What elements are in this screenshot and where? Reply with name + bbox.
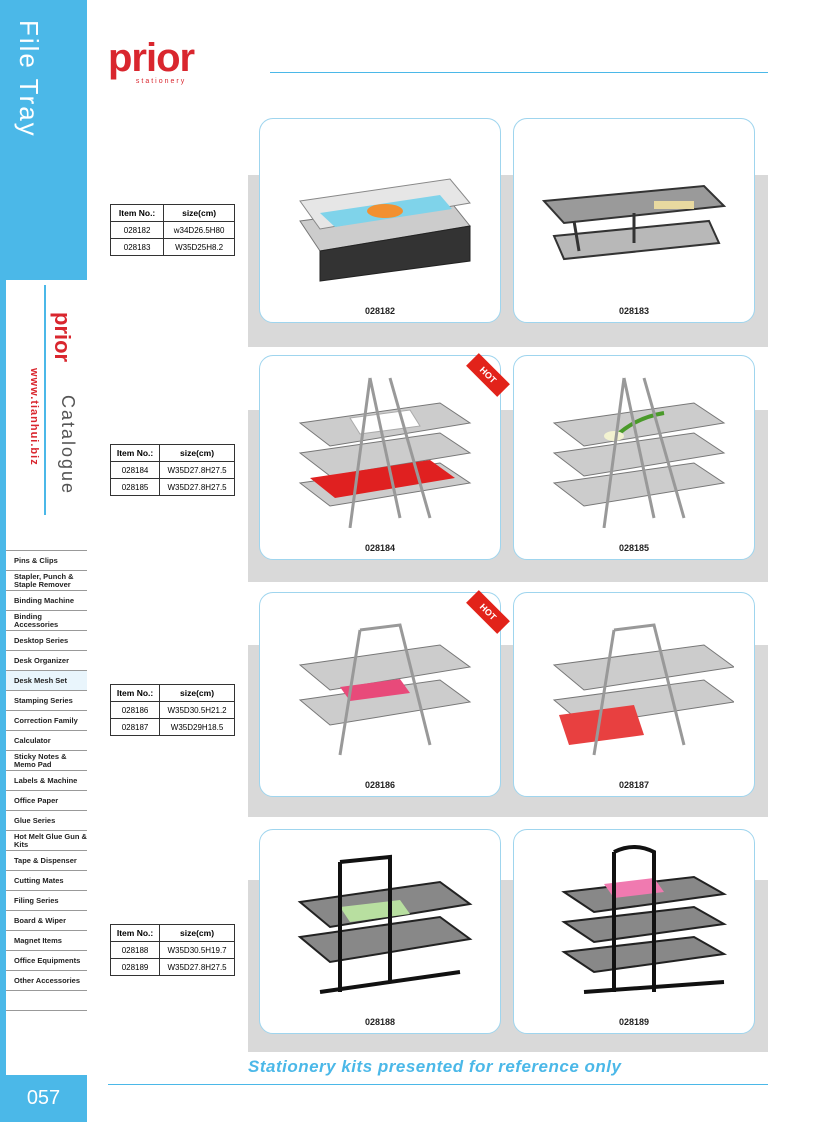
brand-name: prior bbox=[108, 36, 195, 80]
sidebar-logo: prior bbox=[50, 312, 75, 363]
brand-tagline: stationery bbox=[135, 78, 187, 85]
nav-item[interactable]: Hot Melt Glue Gun & Kits bbox=[6, 830, 87, 850]
nav-item[interactable]: Calculator bbox=[6, 730, 87, 750]
category-nav: Pins & Clips Stapler, Punch & Staple Rem… bbox=[6, 550, 87, 1030]
two-tier-black-tray-with-stand-icon bbox=[297, 854, 473, 994]
three-tier-black-tray-with-stand-icon bbox=[561, 845, 728, 994]
nav-item[interactable]: Board & Wiper bbox=[6, 910, 87, 930]
footer-rule bbox=[108, 1084, 768, 1085]
nav-item[interactable]: Stapler, Punch & Staple Remover bbox=[6, 570, 87, 590]
section-title: File Tray bbox=[14, 20, 44, 138]
nav-item[interactable]: Desk Organizer bbox=[6, 650, 87, 670]
product-card[interactable]: 028185 bbox=[513, 355, 755, 560]
product-code: 028187 bbox=[618, 780, 650, 790]
nav-item[interactable]: Magnet Items bbox=[6, 930, 87, 950]
product-card[interactable]: 028188 bbox=[259, 829, 501, 1034]
col-header: Item No.: bbox=[109, 684, 161, 702]
two-tier-black-mesh-tray-icon bbox=[541, 184, 727, 261]
product-card[interactable]: 028182 bbox=[259, 118, 501, 323]
sidebar-divider bbox=[44, 285, 46, 515]
item-no: 028183 bbox=[109, 238, 165, 256]
item-size: W35D25H8.2 bbox=[163, 238, 235, 256]
page-number-box bbox=[0, 1075, 87, 1122]
nav-item[interactable]: Sticky Notes & Memo Pad bbox=[6, 750, 87, 770]
col-header: Item No.: bbox=[109, 444, 161, 462]
nav-item[interactable]: Office Paper bbox=[6, 790, 87, 810]
two-tier-silver-mesh-tray-icon bbox=[299, 178, 471, 282]
nav-item-active[interactable]: Desk Mesh Set bbox=[6, 670, 87, 690]
nav-item[interactable]: Glue Series bbox=[6, 810, 87, 830]
col-header: Item No.: bbox=[109, 204, 165, 222]
product-card[interactable]: 028183 bbox=[513, 118, 755, 323]
item-no: 028184 bbox=[109, 461, 161, 479]
col-header: Item No.: bbox=[109, 924, 161, 942]
nav-item[interactable]: Other Accessories bbox=[6, 970, 87, 990]
item-no: 028182 bbox=[109, 221, 165, 239]
header-rule bbox=[270, 72, 768, 73]
item-size: w34D26.5H80 bbox=[163, 221, 235, 239]
sidebar-strip bbox=[0, 280, 6, 1075]
nav-item[interactable]: Binding Machine bbox=[6, 590, 87, 610]
product-code: 028185 bbox=[618, 543, 650, 553]
col-header: size(cm) bbox=[159, 444, 235, 462]
nav-item[interactable]: Filing Series bbox=[6, 890, 87, 910]
item-size: W35D29H18.5 bbox=[159, 718, 235, 736]
item-size: W35D27.8H27.5 bbox=[159, 478, 235, 496]
item-size: W35D27.8H27.5 bbox=[159, 461, 235, 479]
item-no: 028189 bbox=[109, 958, 161, 976]
col-header: size(cm) bbox=[159, 684, 235, 702]
product-card[interactable]: 028189 bbox=[513, 829, 755, 1034]
nav-item[interactable]: Desktop Series bbox=[6, 630, 87, 650]
product-code: 028188 bbox=[364, 1017, 396, 1027]
product-code: 028183 bbox=[618, 306, 650, 316]
nav-item[interactable]: Tape & Dispenser bbox=[6, 850, 87, 870]
col-header: size(cm) bbox=[163, 204, 235, 222]
page-number: 057 bbox=[26, 1087, 61, 1109]
disclaimer: Stationery kits presented for reference … bbox=[248, 1057, 622, 1076]
nav-item[interactable]: Office Equipments bbox=[6, 950, 87, 970]
product-card[interactable]: HOT 028184 bbox=[259, 353, 510, 560]
item-size: W35D27.8H27.5 bbox=[159, 958, 235, 976]
nav-item[interactable]: Stamping Series bbox=[6, 690, 87, 710]
item-no: 028187 bbox=[109, 718, 161, 736]
product-code: 028182 bbox=[364, 306, 396, 316]
product-card[interactable]: HOT 028186 bbox=[259, 590, 510, 797]
item-no: 028188 bbox=[109, 941, 161, 959]
nav-item[interactable]: Pins & Clips bbox=[6, 550, 87, 570]
item-no: 028185 bbox=[109, 478, 161, 496]
sidebar-header bbox=[0, 0, 87, 280]
nav-item[interactable]: Binding Accessories bbox=[6, 610, 87, 630]
nav-item[interactable]: Labels & Machine bbox=[6, 770, 87, 790]
sidebar-catalogue-label: Catalogue bbox=[58, 395, 78, 496]
two-tier-silver-tray-with-stand-icon bbox=[298, 623, 472, 756]
three-tier-silver-tray-with-stand-icon bbox=[552, 377, 726, 528]
nav-item-empty bbox=[6, 1010, 87, 1030]
item-no: 028186 bbox=[109, 701, 161, 719]
product-code: 028184 bbox=[364, 543, 396, 553]
nav-item[interactable]: Correction Family bbox=[6, 710, 87, 730]
item-size: W35D30.5H19.7 bbox=[159, 941, 235, 959]
item-size: W35D30.5H21.2 bbox=[159, 701, 235, 719]
brand-logo: prior stationery bbox=[108, 36, 195, 85]
product-code: 028189 bbox=[618, 1017, 650, 1027]
col-header: size(cm) bbox=[159, 924, 235, 942]
three-tier-silver-tray-with-stand-icon bbox=[298, 377, 472, 528]
sidebar-website[interactable]: www.tianhui.biz bbox=[28, 368, 40, 466]
nav-item[interactable]: Cutting Mates bbox=[6, 870, 87, 890]
product-card[interactable]: 028187 bbox=[513, 592, 755, 797]
two-tier-silver-tray-with-stand-icon bbox=[552, 623, 734, 756]
product-code: 028186 bbox=[364, 780, 396, 790]
nav-item-empty bbox=[6, 990, 87, 1010]
